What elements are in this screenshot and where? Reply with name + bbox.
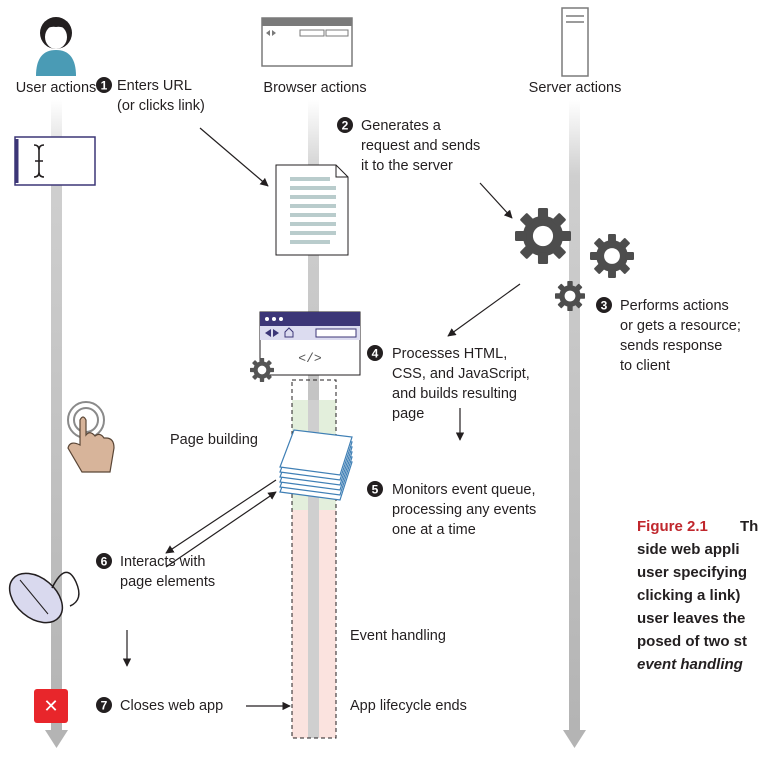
touch-hand-icon [67,401,115,473]
svg-text:4: 4 [372,347,379,361]
browser-actions-label: Browser actions [263,80,366,96]
figure-caption-text: Figure 2.1 Th side web appli user specif… [637,518,763,673]
user-avatar-icon [36,17,76,76]
step-5-badge: 5 [367,481,383,497]
arrow-request-to-server [479,182,513,219]
svg-text:1: 1 [101,79,108,93]
event-queue-stack-icon [279,429,353,501]
arrow-queue-to-user [165,479,277,554]
step-4-text: Processes HTML, CSS, and JavaScript, and… [392,346,534,422]
user-timeline [45,100,68,748]
user-actions-label: User actions [16,80,97,96]
step-3-badge: 3 [596,297,612,313]
figure-label: Figure 2.1 [637,518,708,535]
svg-text:3: 3 [601,299,608,313]
flow-arrows [122,127,521,711]
figure-caption: Figure 2.1 Th side web appli user specif… [637,518,763,673]
page-render-browser-icon: </> [259,311,361,376]
step-1-text: Enters URL (or clicks link) [117,78,205,114]
step-2-text: Generates a request and sends it to the … [361,118,484,174]
url-input-icon [14,136,96,186]
step-3-text: Performs actions or gets a resource; sen… [620,298,745,374]
server-timeline [563,100,586,748]
step-4-badge: 4 [367,345,383,361]
mouse-icon [8,571,80,624]
code-symbol: </> [298,351,322,366]
arrow-url-to-request [199,127,269,187]
page-building-label: Page building [170,432,258,448]
arrow-user-to-queue [165,491,277,568]
step-2-badge: 2 [337,117,353,133]
arrow-server-to-browser [447,283,521,337]
svg-text:5: 5 [372,483,379,497]
browser-window-icon [261,17,353,67]
request-document-icon [275,164,349,256]
step-6-badge: 6 [96,553,112,569]
event-handling-label: Event handling [350,628,446,644]
step-7-text: Closes web app [120,698,223,714]
step-6-text: Interacts with page elements [120,554,215,590]
step-1-badge: 1 [96,77,112,93]
close-symbol: ✕ [43,696,58,717]
step-5-text: Monitors event queue, processing any eve… [392,482,540,538]
step-7-badge: 7 [96,697,112,713]
svg-text:2: 2 [342,119,349,133]
close-app-icon: ✕ [34,689,68,723]
server-actions-label: Server actions [529,80,622,96]
svg-text:7: 7 [101,699,108,713]
lifecycle-end-label: App lifecycle ends [350,698,467,714]
render-gear-icon [250,358,274,382]
server-tower-icon [561,7,589,77]
svg-text:6: 6 [101,555,108,569]
